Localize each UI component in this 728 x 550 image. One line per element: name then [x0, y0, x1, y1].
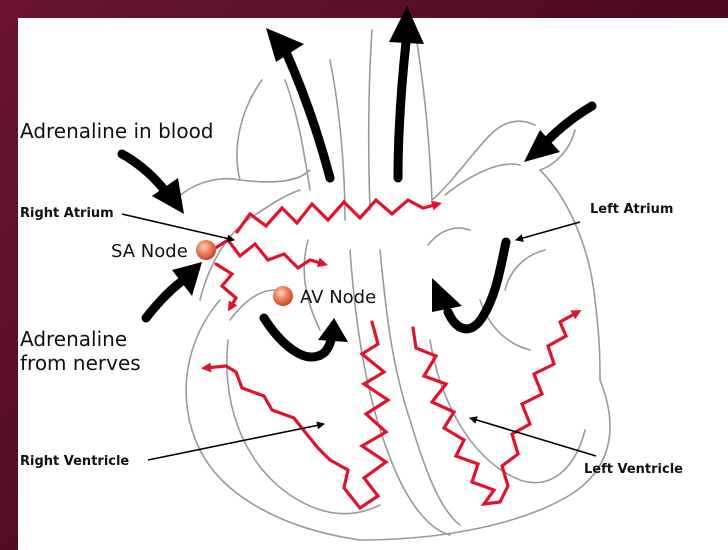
av-node-marker	[273, 286, 293, 306]
label-left-ventricle: Left Ventricle	[584, 462, 683, 477]
heart-outline	[175, 30, 610, 540]
sa-node-marker	[196, 240, 216, 260]
label-av-node: AV Node	[300, 287, 376, 308]
impulse-atria	[237, 200, 438, 232]
label-sa-node: SA Node	[111, 241, 188, 262]
label-right-atrium: Right Atrium	[20, 206, 114, 221]
label-adrenaline-blood: Adrenaline in blood	[20, 119, 214, 143]
arrow-head-aorta-right	[389, 6, 424, 44]
label-right-ventricle: Right Ventricle	[20, 454, 129, 469]
arrow-head-right-ventricle	[318, 318, 348, 342]
label-adrenaline-nerves-1: Adrenaline	[20, 327, 127, 351]
impulse-left-ventricle	[413, 312, 578, 504]
arrow-head-left-ventricle	[432, 278, 462, 312]
label-adrenaline-nerves-2: from nerves	[20, 351, 141, 375]
label-left-atrium: Left Atrium	[590, 202, 673, 217]
